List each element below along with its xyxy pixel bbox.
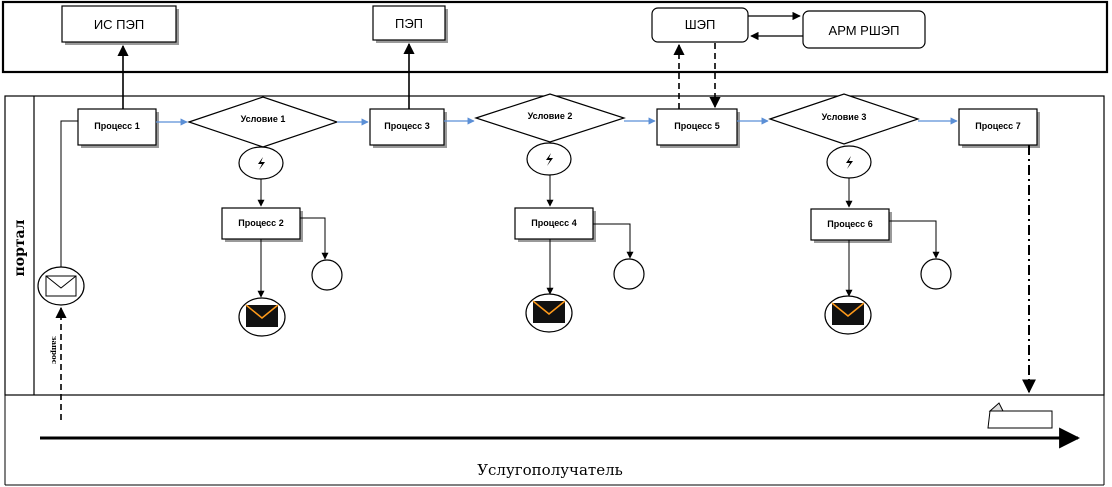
p6-to-end-3 [889, 220, 940, 259]
start-envelope-icon [37, 266, 85, 306]
recipient-lane-label: Услугополучатель [477, 461, 623, 479]
end-message-2-icon [525, 293, 573, 333]
end-event-3 [920, 258, 952, 290]
p2-to-end-1 [300, 217, 329, 260]
gateway-3-icon [826, 145, 872, 179]
process-7: Процесс 7 [958, 108, 1040, 148]
pep-label: ПЭП [395, 16, 423, 31]
arm-rshep-box: АРМ РШЭП [802, 10, 926, 49]
svg-text:Процесс 4: Процесс 4 [531, 218, 576, 228]
svg-text:Условие 2: Условие 2 [528, 111, 573, 121]
end-event-1 [311, 259, 343, 291]
is-pep-label: ИС ПЭП [94, 17, 144, 32]
shep-box: ШЭП [651, 7, 749, 43]
process-1: Процесс 1 [77, 108, 159, 148]
svg-text:Условие 3: Условие 3 [822, 112, 867, 122]
gateway-1-icon [238, 146, 284, 180]
condition-1: Условие 1 [187, 96, 339, 148]
svg-text:Условие 1: Условие 1 [241, 114, 286, 124]
envelope-to-process1-line [60, 120, 78, 267]
process-4: Процесс 4 [514, 207, 596, 242]
process-6: Процесс 6 [810, 208, 892, 243]
p4-to-end-2 [593, 223, 634, 259]
result-document-icon [987, 402, 1053, 429]
svg-text:Процесс 2: Процесс 2 [238, 218, 283, 228]
arm-rshep-label: АРМ РШЭП [829, 23, 900, 38]
end-message-3-icon [824, 295, 872, 335]
condition-3: Условие 3 [768, 93, 920, 145]
svg-text:Процесс 7: Процесс 7 [975, 121, 1020, 131]
process-2: Процесс 2 [221, 207, 303, 242]
condition-2: Условие 2 [474, 93, 626, 143]
shep-label: ШЭП [685, 17, 716, 32]
end-event-2 [613, 258, 645, 290]
pep-box: ПЭП [372, 5, 448, 43]
external-systems-lane [1, 0, 1109, 74]
is-pep-box: ИС ПЭП [61, 5, 179, 45]
gateway-2-icon [526, 142, 572, 176]
request-label: запрос [50, 336, 59, 364]
svg-text:Процесс 3: Процесс 3 [384, 121, 429, 131]
process-3: Процесс 3 [369, 108, 447, 148]
end-message-1-icon [238, 297, 286, 337]
svg-text:Процесс 1: Процесс 1 [94, 121, 139, 131]
process-5: Процесс 5 [656, 108, 740, 148]
svg-text:Процесс 6: Процесс 6 [827, 219, 872, 229]
portal-lane-label: портал [12, 219, 28, 276]
svg-text:Процесс 5: Процесс 5 [674, 121, 719, 131]
